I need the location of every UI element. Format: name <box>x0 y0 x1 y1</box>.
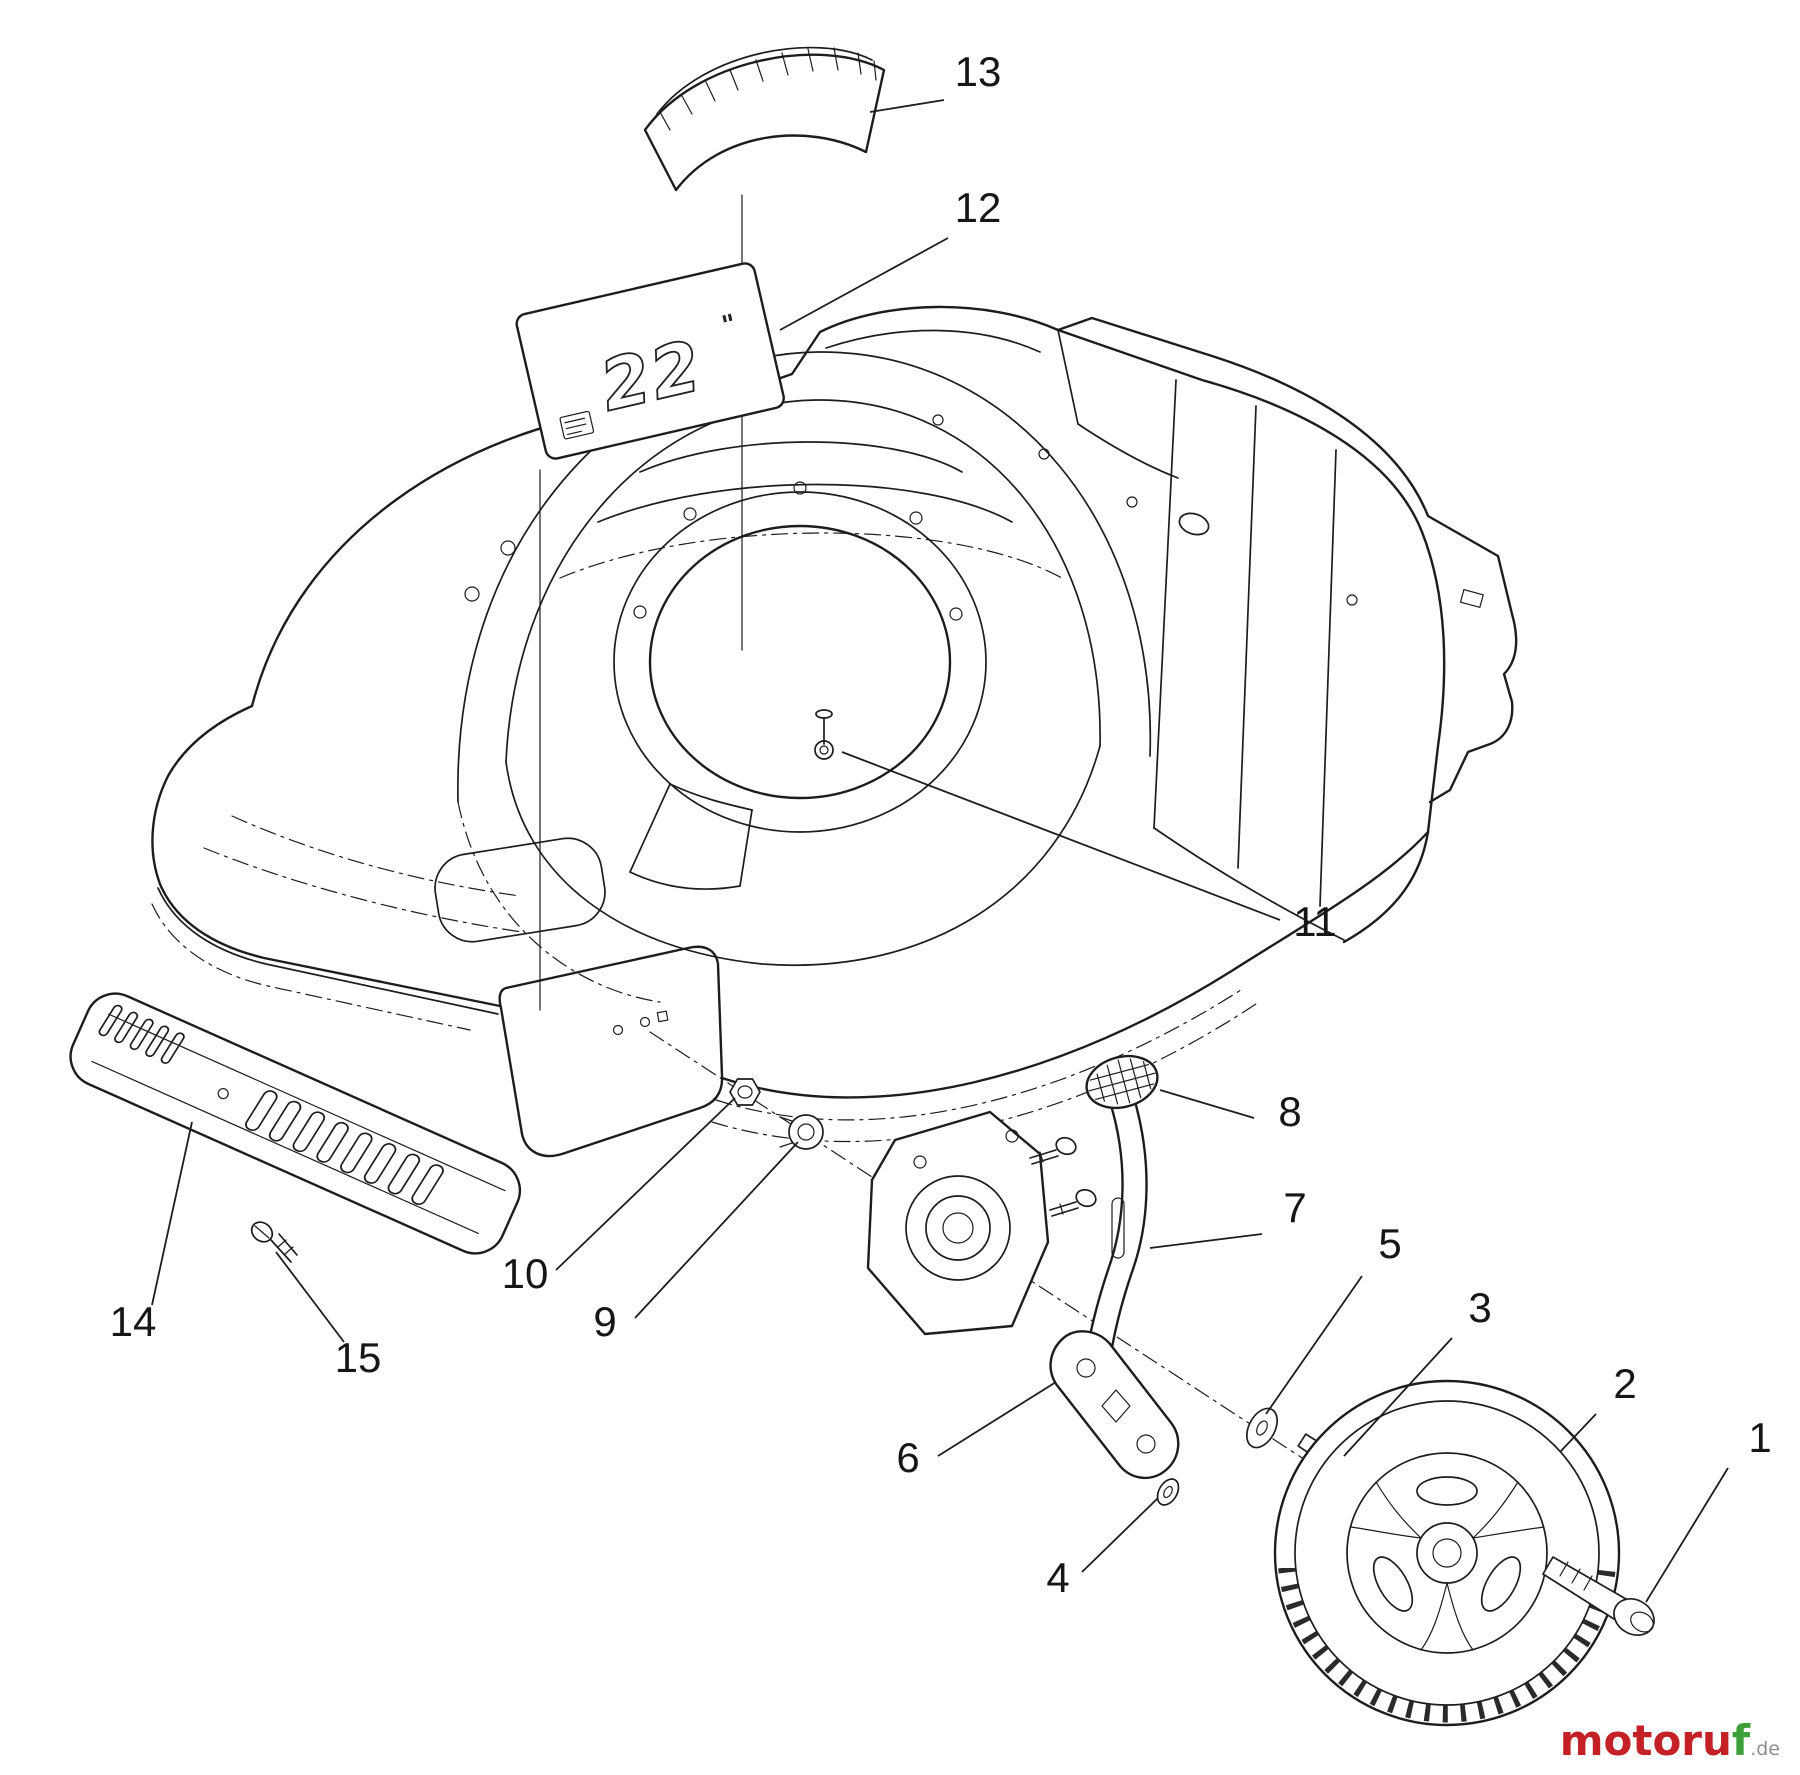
callout-10: 10 <box>502 1097 736 1297</box>
bumper-slots <box>245 1090 444 1206</box>
lever-thumb-pad <box>1085 1054 1159 1110</box>
washer-large <box>1246 1407 1278 1449</box>
plate-size-unit: " <box>719 309 739 341</box>
watermark-letter: f <box>1731 1716 1751 1765</box>
hex-nut <box>729 1078 761 1106</box>
size-decal-plate: 22 " <box>515 262 785 460</box>
callout-15: 15 <box>275 1251 382 1381</box>
callout-4-label: 4 <box>1046 1554 1069 1601</box>
callout-11-label: 11 <box>1293 898 1337 945</box>
callout-15-label: 15 <box>335 1334 382 1381</box>
watermark-logo: motoruf.de <box>1560 1716 1780 1765</box>
cover-bolt-b <box>1049 1188 1097 1217</box>
callout-13: 13 <box>869 48 1002 113</box>
callout-2: 2 <box>1559 1360 1637 1453</box>
callout-7-label: 7 <box>1283 1184 1306 1231</box>
mower-deck-housing <box>151 305 1518 1158</box>
watermark-letter: t <box>1632 1716 1653 1765</box>
callout-8: 8 <box>1159 1088 1302 1135</box>
watermark-suffix: .de <box>1750 1738 1780 1760</box>
callout-5: 5 <box>1265 1220 1402 1415</box>
callout-14-label: 14 <box>110 1298 157 1345</box>
plate-warning-icon <box>559 410 595 440</box>
top-trim-cover <box>643 46 886 192</box>
callout-9: 9 <box>593 1141 799 1345</box>
callout-2-label: 2 <box>1613 1360 1636 1407</box>
callout-3-label: 3 <box>1468 1284 1491 1331</box>
watermark-letter: o <box>1652 1716 1682 1765</box>
watermark-letter: u <box>1702 1716 1732 1765</box>
callout-1-label: 1 <box>1748 1414 1771 1461</box>
center-bolt <box>814 709 834 760</box>
callout-12: 12 <box>779 184 1002 331</box>
trim-hatching <box>659 47 877 131</box>
callout-1: 1 <box>1645 1414 1772 1603</box>
gear-cover-plate <box>866 1110 1097 1336</box>
wheel <box>1273 1379 1621 1727</box>
callout-12-label: 12 <box>955 184 1002 231</box>
callout-4: 4 <box>1046 1497 1159 1601</box>
callout-9-label: 9 <box>593 1298 616 1345</box>
callout-3: 3 <box>1343 1284 1492 1457</box>
wheel-bracket <box>1049 1330 1180 1479</box>
bushing <box>779 1114 824 1150</box>
front-bumper <box>69 992 522 1255</box>
callout-6: 6 <box>896 1381 1057 1481</box>
callout-11: 11 <box>841 751 1337 945</box>
callouts: 1 2 3 4 5 6 7 8 <box>110 48 1772 1603</box>
watermark-letter: r <box>1681 1716 1703 1765</box>
callout-7: 7 <box>1149 1184 1307 1249</box>
axle-bolt <box>1542 1556 1655 1636</box>
washer-small <box>1156 1478 1180 1506</box>
wheel-tread <box>1278 1568 1616 1723</box>
bumper-ribs <box>98 1004 185 1064</box>
callout-10-label: 10 <box>502 1250 549 1297</box>
callout-14: 14 <box>110 1121 193 1345</box>
watermark-letter: o <box>1603 1716 1633 1765</box>
callout-5-label: 5 <box>1378 1220 1401 1267</box>
callout-13-label: 13 <box>955 48 1002 95</box>
callout-6-label: 6 <box>896 1434 919 1481</box>
cover-bolt-a <box>1029 1136 1077 1165</box>
watermark-letter: m <box>1559 1716 1604 1765</box>
callout-8-label: 8 <box>1278 1088 1301 1135</box>
bumper-screw <box>250 1221 298 1263</box>
